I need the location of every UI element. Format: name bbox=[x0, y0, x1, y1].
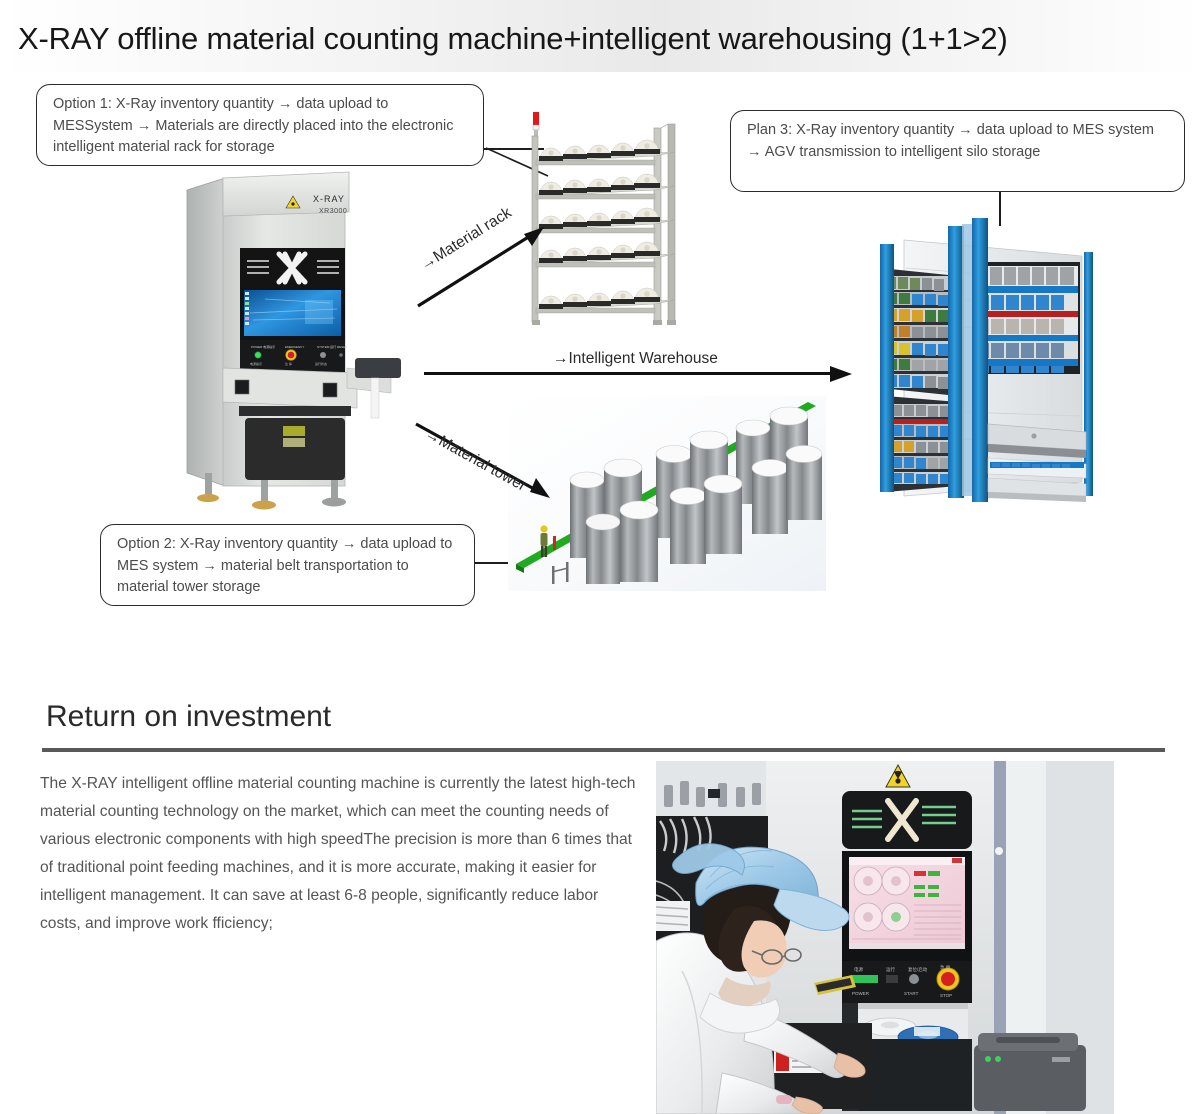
arrow-intelligent-warehouse-head bbox=[830, 366, 852, 382]
silo-cluster bbox=[569, 406, 823, 584]
material-tower-svg bbox=[516, 402, 823, 584]
machine-screen bbox=[244, 290, 341, 336]
svg-text:运行状态: 运行状态 bbox=[315, 361, 327, 366]
machine-head-panel bbox=[842, 791, 972, 849]
rack-reels bbox=[539, 139, 660, 309]
arrow-material-tower bbox=[415, 422, 550, 498]
svg-text:XR3000: XR3000 bbox=[319, 208, 347, 215]
label-printer bbox=[974, 1033, 1086, 1111]
x-logo-icon bbox=[276, 251, 308, 285]
roi-heading: Return on investment bbox=[46, 700, 332, 733]
operator-hood bbox=[672, 843, 745, 876]
connector-option1 bbox=[484, 148, 544, 150]
svg-text:复位/启动: 复位/启动 bbox=[908, 966, 928, 973]
worker-figure bbox=[540, 525, 556, 557]
arrow-intelligent-warehouse-line bbox=[424, 372, 834, 376]
material-rack-illustration bbox=[522, 108, 697, 340]
arrow-material-rack bbox=[417, 227, 544, 308]
callout-option-2: Option 2: X-Ray inventory quantity → dat… bbox=[100, 524, 475, 606]
svg-text:X-RAY: X-RAY bbox=[313, 194, 345, 204]
operator-glasses bbox=[751, 948, 802, 965]
connector-plan3 bbox=[999, 192, 1001, 226]
radiation-warning-icon bbox=[285, 195, 301, 209]
callout-plan-3: Plan 3: X-Ray inventory quantity → data … bbox=[730, 110, 1185, 192]
warehouse-column-mid1 bbox=[948, 226, 964, 498]
svg-text:RESET: RESET bbox=[337, 345, 347, 349]
svg-text:POWER 电源指示: POWER 电源指示 bbox=[251, 344, 275, 349]
page-title: X-RAY offline material counting machine+… bbox=[18, 21, 1008, 56]
radiation-warning-icon bbox=[885, 763, 911, 788]
svg-text:急 停: 急 停 bbox=[940, 964, 951, 971]
arrow-label-intelligent-warehouse: →Intelligent Warehouse bbox=[553, 350, 718, 367]
screen-status-indicators bbox=[914, 871, 940, 897]
svg-text:SYSTEM 运行: SYSTEM 运行 bbox=[317, 344, 336, 349]
warehouse-column-right bbox=[1084, 252, 1093, 496]
warehouse-column-mid2 bbox=[972, 218, 988, 502]
svg-text:电源指示: 电源指示 bbox=[250, 361, 262, 366]
printed-label-strip bbox=[370, 377, 380, 419]
svg-text:运行: 运行 bbox=[886, 966, 895, 973]
svg-text:START: START bbox=[904, 991, 919, 996]
emergency-stop-button bbox=[936, 967, 960, 991]
roi-divider bbox=[42, 748, 1165, 752]
svg-text:POWER: POWER bbox=[852, 991, 870, 996]
machine-printer bbox=[355, 358, 401, 378]
x-logo-icon bbox=[885, 798, 919, 842]
material-tower-illustration bbox=[508, 396, 826, 591]
svg-text:STOP: STOP bbox=[940, 993, 952, 998]
svg-text:急 停: 急 停 bbox=[285, 361, 292, 366]
intelligent-warehouse-illustration bbox=[862, 196, 1147, 514]
xray-machine-illustration: X-RAY XR3000 bbox=[165, 168, 415, 513]
svg-text:EMERGENCY: EMERGENCY bbox=[285, 345, 304, 349]
xray-machine-svg: X-RAY XR3000 bbox=[186, 171, 401, 510]
roi-body-text: The X-RAY intelligent offline material c… bbox=[40, 775, 636, 932]
screen-reel-views bbox=[853, 866, 911, 932]
operator-hand bbox=[833, 1052, 866, 1078]
rack-indicator-light bbox=[533, 112, 539, 126]
connector-option2 bbox=[475, 562, 525, 564]
title-banner bbox=[0, 0, 1200, 72]
warehouse-column-left bbox=[880, 244, 894, 492]
bin-shelves-upper bbox=[974, 266, 1078, 373]
power-indicator-icon bbox=[254, 351, 262, 359]
intelligent-warehouse-svg bbox=[880, 218, 1093, 502]
callout-option-1: Option 1: X-Ray inventory quantity → dat… bbox=[36, 84, 484, 166]
operator-cap-brim bbox=[773, 888, 850, 931]
operator-photo: 电源 运行 复位/启动 急 停 POWER START STOP bbox=[656, 761, 1114, 1114]
material-rack-svg bbox=[531, 112, 676, 325]
operator-photo-svg: 电源 运行 复位/启动 急 停 POWER START STOP bbox=[656, 761, 1114, 1114]
svg-text:电源: 电源 bbox=[854, 966, 863, 973]
